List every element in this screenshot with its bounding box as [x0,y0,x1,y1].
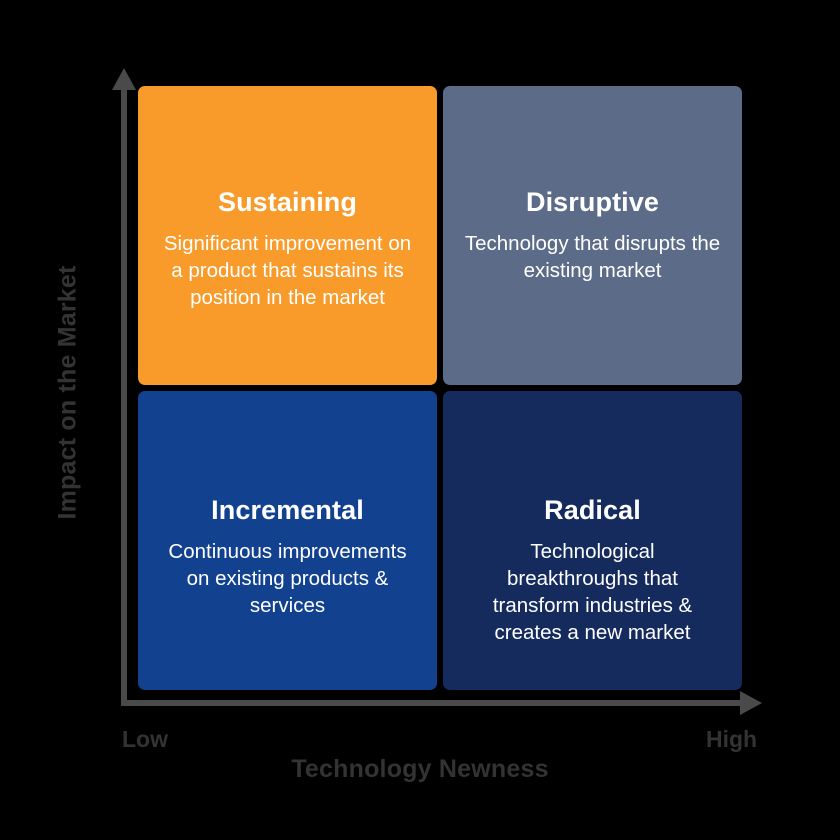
y-axis-arrow-icon [112,68,136,90]
quadrant-title-incremental: Incremental [211,495,364,525]
quadrant-title-radical: Radical [544,495,641,525]
quadrant-description-radical: Technological breakthroughs that transfo… [492,539,693,644]
y-axis-line [121,88,127,706]
quadrant-description-incremental: Continuous improvements on existing prod… [168,539,407,617]
x-axis-line [121,700,749,706]
quadrant-grid: Sustaining Significant improvement on a … [138,86,742,690]
x-axis-tick-high: High [706,726,758,752]
quadrant-radical[interactable]: Radical Technological breakthroughs that… [443,391,742,690]
quadrant-description-disruptive: Technology that disrupts the existing ma… [464,231,721,282]
x-axis-title: Technology Newness [291,755,549,783]
quadrant-title-disruptive: Disruptive [525,187,660,217]
quadrant-sustaining[interactable]: Sustaining Significant improvement on a … [138,86,437,385]
quadrant-title-sustaining: Sustaining [217,187,357,217]
quadrant-incremental[interactable]: Incremental Continuous improvements on e… [138,391,437,690]
quadrant-disruptive[interactable]: Disruptive Technology that disrupts the … [443,86,742,385]
x-axis-arrow-icon [740,691,762,715]
quadrant-description-sustaining: Significant improvement on a product tha… [163,231,412,309]
y-axis-title: Impact on the Market [53,265,82,520]
x-axis-tick-low: Low [122,726,168,752]
